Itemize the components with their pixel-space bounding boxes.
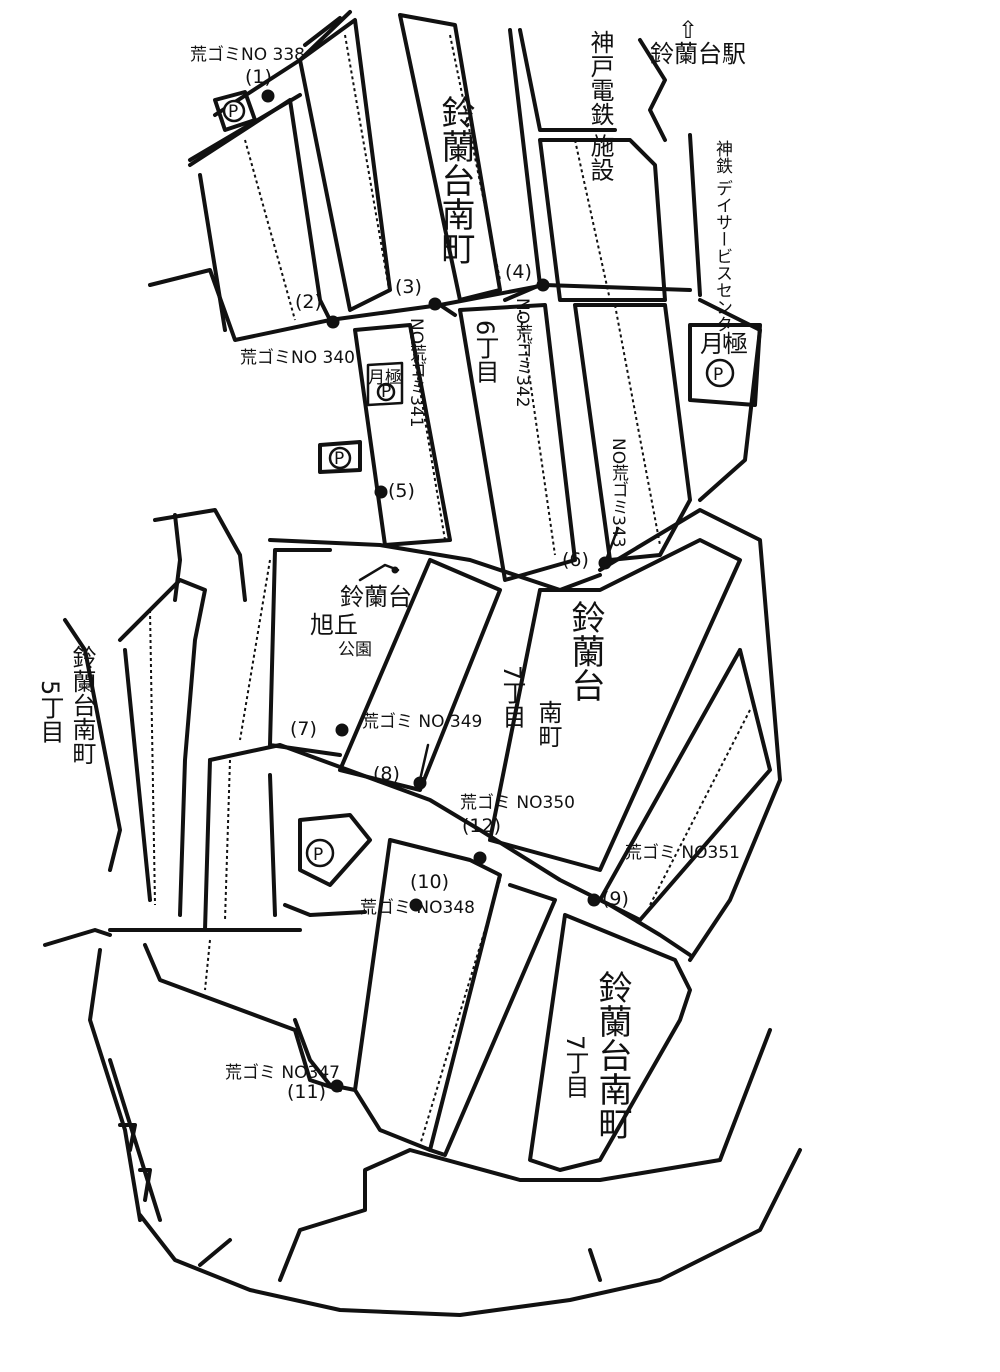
parking-marker-1: P — [222, 99, 246, 123]
svg-text:(10): (10) — [410, 871, 449, 893]
collection-point-4: (4) NO荒ゴミ342 — [505, 261, 550, 408]
parking-marker-5: 月極 P — [368, 368, 402, 402]
svg-text:荒ゴミ NO347: 荒ゴミ NO347 — [225, 1062, 340, 1083]
park-name-2: 旭丘 — [310, 611, 358, 639]
road-network — [43, 10, 802, 1317]
collection-point-1: 荒ゴミNO 338 (1) — [190, 44, 305, 103]
district-7l-name: 鈴蘭台南町 — [592, 970, 632, 1140]
collection-point-8: 荒ゴミ NO 349 (8) — [362, 711, 482, 790]
collection-point-3: (3) NO荒ゴミ341 — [395, 276, 442, 428]
district-7u-sub: 南町 — [534, 700, 562, 748]
svg-text:(3): (3) — [395, 276, 422, 298]
svg-text:(2): (2) — [295, 291, 322, 313]
svg-text:(8): (8) — [373, 763, 400, 785]
park-name-3: 公園 — [338, 640, 372, 660]
monthly-label-right: 月極 — [700, 330, 748, 358]
collection-point-5: (5) — [374, 480, 415, 502]
collection-point-10: (10) 荒ゴミ NO348 — [360, 871, 475, 918]
svg-text:P: P — [313, 845, 323, 865]
hedge-lines — [149, 34, 751, 1146]
parking-marker-3: P 月極 — [700, 330, 748, 388]
svg-text:(11): (11) — [287, 1081, 326, 1103]
svg-text:(9): (9) — [602, 888, 629, 910]
district-7l-block: 7丁目 — [561, 1035, 589, 1098]
svg-text:P: P — [334, 449, 344, 469]
svg-text:NO荒ゴミ343: NO荒ゴミ343 — [608, 438, 629, 548]
collection-point-2: (2) 荒ゴミNO 340 — [240, 291, 355, 368]
svg-text:P: P — [228, 102, 238, 122]
svg-text:NO荒ゴミ341: NO荒ゴミ341 — [406, 318, 427, 428]
district-7u-block: 7丁目 — [498, 665, 526, 728]
svg-text:(1): (1) — [245, 66, 272, 88]
shintetsu-day-service: 神鉄 デイサービスセンター — [712, 140, 733, 349]
district-7u-name: 鈴蘭台 — [565, 600, 605, 702]
svg-text:(12): (12) — [462, 815, 501, 837]
collection-point-11: 荒ゴミ NO347 (11) — [225, 1062, 344, 1103]
park-name: 鈴蘭台 — [340, 583, 412, 611]
district-6-name: 鈴蘭台南町 — [435, 95, 475, 265]
collection-point-6: NO荒ゴミ343 (6) — [562, 438, 629, 571]
station-label: 鈴蘭台駅 — [650, 40, 746, 68]
svg-text:荒ゴミ NO351: 荒ゴミ NO351 — [625, 842, 740, 863]
district-5-block: 5丁目 — [36, 680, 64, 743]
svg-text:荒ゴミ NO 349: 荒ゴミ NO 349 — [362, 711, 482, 732]
collection-point-9: 荒ゴミ NO351 (9) — [587, 842, 740, 910]
svg-text:(5): (5) — [388, 480, 415, 502]
kobe-dentetsu-facility: 神戸電鉄 施設 — [586, 30, 614, 182]
svg-text:(7): (7) — [290, 718, 317, 740]
district-6-block: 6丁目 — [471, 320, 499, 383]
district-5-name: 鈴蘭台南町 — [68, 645, 96, 765]
svg-text:荒ゴミNO 338: 荒ゴミNO 338 — [190, 44, 305, 65]
station-arrow: ⇧ — [678, 16, 698, 44]
svg-text:P: P — [713, 365, 723, 385]
collection-point-12: 荒ゴミ NO350 (12) — [460, 792, 575, 865]
monthly-label-left: 月極 — [368, 368, 402, 388]
svg-text:(6): (6) — [562, 549, 589, 571]
svg-text:P: P — [381, 382, 391, 402]
parking-marker-4: P — [328, 446, 352, 470]
svg-text:(4): (4) — [505, 261, 532, 283]
svg-text:荒ゴミ NO350: 荒ゴミ NO350 — [460, 792, 575, 813]
collection-point-7: (7) — [290, 718, 349, 740]
svg-text:荒ゴミNO 340: 荒ゴミNO 340 — [240, 347, 355, 368]
svg-text:NO荒ゴミ342: NO荒ゴミ342 — [512, 298, 533, 408]
parking-marker-2: P — [305, 838, 335, 868]
